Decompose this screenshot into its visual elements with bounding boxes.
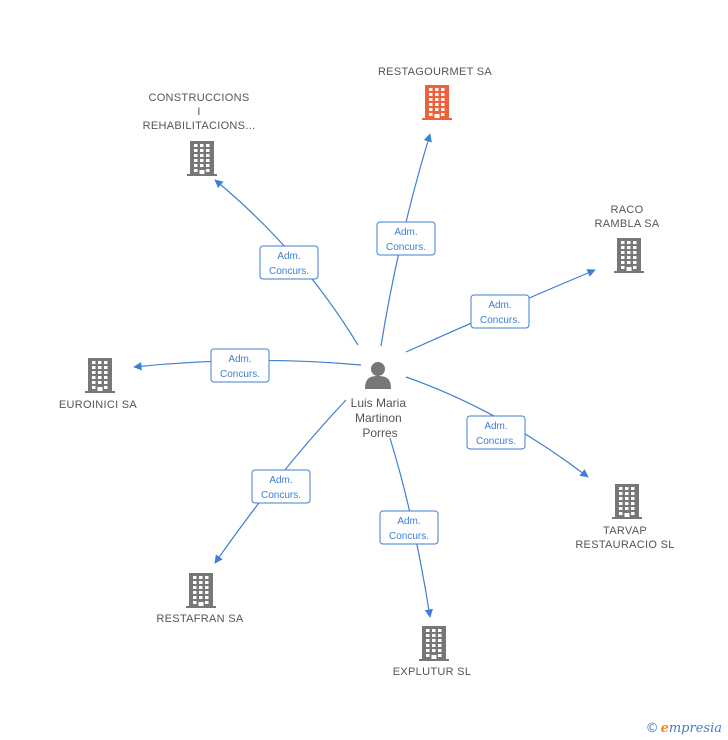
relation-line-1: Adm. <box>269 475 292 486</box>
relation-label-restafran[interactable]: Adm. Concurs. <box>251 469 311 504</box>
relation-line-1: Adm. <box>397 516 420 527</box>
relation-line-1: Adm. <box>484 421 507 432</box>
relation-line-1: Adm. <box>488 300 511 311</box>
copyright-symbol: © <box>645 721 659 736</box>
company-name-line-1: CONSTRUCCIONS <box>148 92 249 104</box>
svg-text:Adm.Concurs.: Adm. Concurs. <box>220 354 260 380</box>
company-node-restafran[interactable]: RESTAFRAN SA <box>156 573 244 625</box>
company-node-raco[interactable]: RACO RAMBLA SA <box>594 204 660 273</box>
company-name-line-1: EUROINICI SA <box>59 399 138 411</box>
nodes-layer: RESTAGOURMET SA CONSTRUCCIONS I REHABILITAC… <box>59 66 674 678</box>
svg-text:RESTAGOURMET SA: RESTAGOURMET SA <box>378 66 492 78</box>
building-icon <box>612 484 642 519</box>
svg-text:Adm.Concurs.: Adm. Concurs. <box>476 421 516 447</box>
company-name-line-1: RESTAFRAN SA <box>156 613 243 625</box>
relation-label-raco[interactable]: Adm. Concurs. <box>470 294 530 329</box>
company-node-tarvap[interactable]: TARVAP RESTAURACIO SL <box>575 484 674 551</box>
relation-label-construccions[interactable]: Adm. Concurs. <box>259 245 319 280</box>
building-icon <box>419 626 449 661</box>
brand-initial: e <box>660 721 669 736</box>
svg-text:EUROINICI SA: EUROINICI SA <box>59 399 138 411</box>
relation-line-1: Adm. <box>277 251 300 262</box>
edges-layer: Adm.Concurs.Adm.Concurs.Adm.Concurs.Adm.… <box>133 133 596 618</box>
svg-text:Adm.Concurs.: Adm. Concurs. <box>269 251 309 277</box>
relation-line-2: Concurs. <box>220 369 260 380</box>
person-name-line-2: Martinon <box>355 411 402 425</box>
center-person[interactable]: Luis Maria Martinon Porres <box>351 362 410 440</box>
relation-line-2: Concurs. <box>269 266 309 277</box>
company-node-euroinici[interactable]: EUROINICI SA <box>59 358 138 411</box>
svg-text:Adm.Concurs.: Adm. Concurs. <box>386 227 426 253</box>
footer-brand[interactable]: ©empresia <box>646 721 722 736</box>
relation-label-euroinici[interactable]: Adm. Concurs. <box>210 348 270 383</box>
svg-text:Adm.Concurs.: Adm. Concurs. <box>480 300 520 326</box>
relation-line-1: Adm. <box>394 227 417 238</box>
relation-line-2: Concurs. <box>480 315 520 326</box>
relation-line-2: Concurs. <box>386 242 426 253</box>
company-name-line-2: RAMBLA SA <box>594 218 659 230</box>
building-icon <box>187 141 217 176</box>
brand-name: mpresia <box>668 721 722 736</box>
company-name-line-1: RACO <box>611 204 644 216</box>
company-node-construccions[interactable]: CONSTRUCCIONS I REHABILITACIONS... <box>143 92 256 176</box>
relation-line-2: Concurs. <box>389 531 429 542</box>
company-name-line-1: TARVAP <box>603 525 647 537</box>
relation-label-explutur[interactable]: Adm. Concurs. <box>379 510 439 545</box>
person-name-line-1: Luis Maria <box>351 396 407 410</box>
building-icon <box>614 238 644 273</box>
building-icon <box>186 573 216 608</box>
building-icon <box>85 358 115 393</box>
svg-text:Luis Maria Martinon: Luis Maria Martinon Porres <box>351 396 410 440</box>
svg-text:Adm.Concurs.: Adm. Concurs. <box>389 516 429 542</box>
person-icon <box>365 362 391 389</box>
svg-text:Adm.Concurs.: Adm. Concurs. <box>261 475 301 501</box>
relation-line-2: Concurs. <box>476 436 516 447</box>
relation-label-restagourmet[interactable]: Adm. Concurs. <box>376 221 436 256</box>
building-icon <box>422 85 452 120</box>
person-name-line-3: Porres <box>362 426 397 440</box>
relation-line-2: Concurs. <box>261 490 301 501</box>
company-node-restagourmet[interactable]: RESTAGOURMET SA <box>378 66 492 120</box>
svg-text:RESTAFRAN SA: RESTAFRAN SA <box>156 613 243 625</box>
company-name-line-3: REHABILITACIONS... <box>143 120 256 132</box>
company-name-line-1: EXPLUTUR SL <box>393 666 472 678</box>
company-name-line-2: RESTAURACIO SL <box>575 539 674 551</box>
company-name-line-2: I <box>197 106 200 118</box>
company-name-line-1: RESTAGOURMET SA <box>378 66 492 78</box>
svg-text:EXPLUTUR SL: EXPLUTUR SL <box>393 666 472 678</box>
relation-line-1: Adm. <box>228 354 251 365</box>
relation-label-tarvap[interactable]: Adm. Concurs. <box>466 415 526 450</box>
company-node-explutur[interactable]: EXPLUTUR SL <box>393 626 472 678</box>
